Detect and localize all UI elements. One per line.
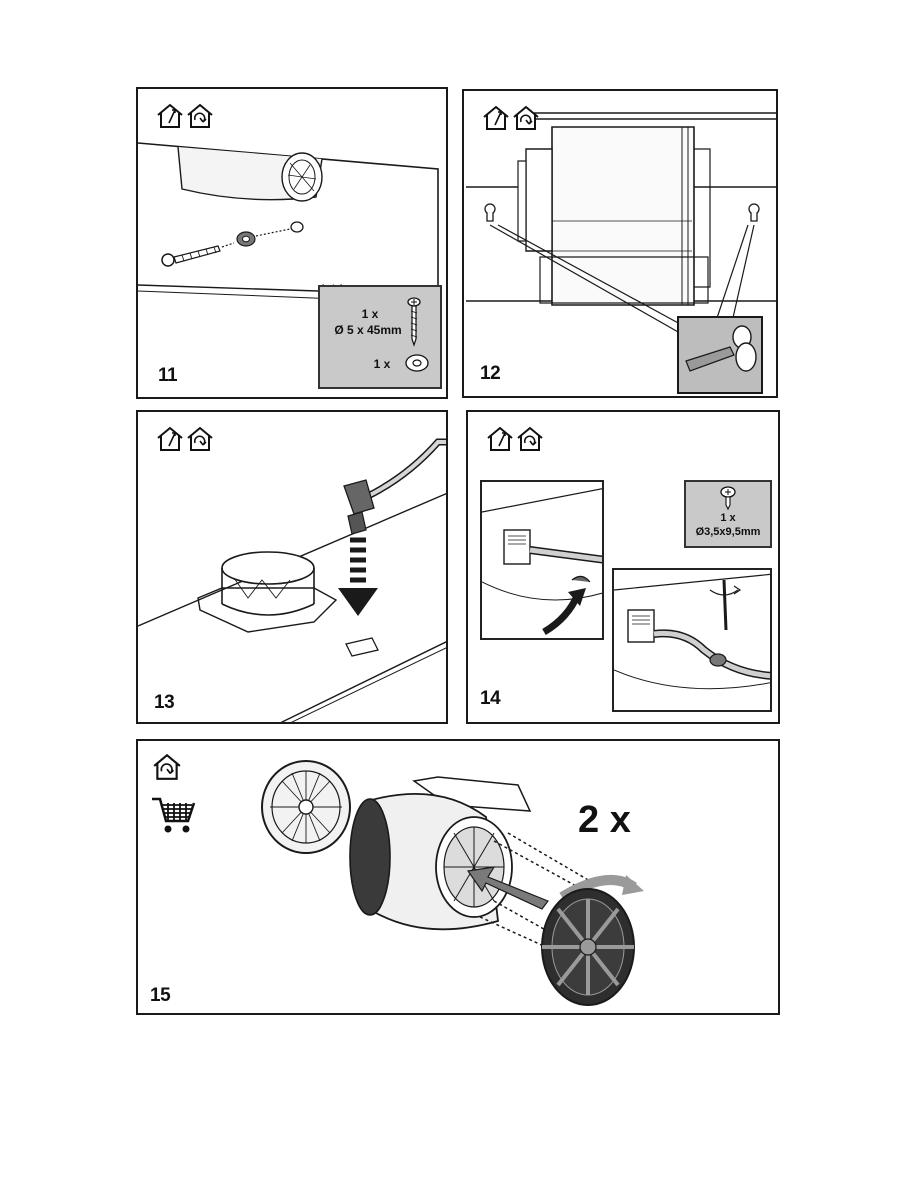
step-15-illustration <box>138 741 780 1015</box>
washer-quantity: 1 x <box>362 357 402 371</box>
step-14-panel: 1 x Ø3,5x9,5mm 14 <box>466 410 780 724</box>
cable-clip-inset <box>480 480 604 640</box>
screw-icon <box>719 486 737 510</box>
mode-icons <box>486 426 544 452</box>
mode-icons <box>156 103 214 129</box>
step-number: 12 <box>480 363 500 385</box>
recirculation-mode-house-icon <box>186 426 214 452</box>
step-number: 11 <box>158 365 177 387</box>
carbon-filter <box>542 889 634 1005</box>
cable-fastening-inset <box>612 568 772 712</box>
keyhole-slot-right <box>749 204 759 221</box>
keyhole-slot-left <box>485 204 495 221</box>
spare-carbon-filter <box>262 761 350 853</box>
screw-size: Ø 5 x 45mm <box>320 323 416 337</box>
parts-box: 1 x Ø3,5x9,5mm <box>684 480 772 548</box>
ducted-mode-house-icon <box>486 426 514 452</box>
step-13-illustration <box>138 412 448 724</box>
step-13-panel: 13 <box>136 410 448 724</box>
washer-icon <box>404 353 430 373</box>
step-11-panel: 1 x Ø 5 x 45mm 1 x 11 <box>136 87 448 399</box>
step-number: 13 <box>154 692 174 714</box>
ducted-mode-house-icon <box>482 105 510 131</box>
mode-icons <box>156 426 214 452</box>
recirculation-mode-house-icon <box>516 426 544 452</box>
recirculation-mode-house-icon <box>512 105 540 131</box>
screw-quantity: 1 x <box>686 512 770 524</box>
filter-quantity: 2 x <box>578 799 631 842</box>
step-number: 15 <box>150 985 170 1007</box>
recirculation-mode-house-icon <box>186 103 214 129</box>
screw-graphic <box>162 246 220 266</box>
ducted-mode-house-icon <box>156 426 184 452</box>
step-15-panel: 2 x 15 <box>136 739 780 1015</box>
step-12-panel: 12 <box>462 89 778 398</box>
step-12-illustration <box>464 91 778 398</box>
motor-housing <box>350 777 530 929</box>
screw-icon <box>406 297 422 347</box>
mode-icons <box>482 105 540 131</box>
step-number: 14 <box>480 688 500 710</box>
parts-box: 1 x Ø 5 x 45mm 1 x <box>318 285 442 389</box>
ducted-mode-house-icon <box>156 103 184 129</box>
screw-quantity: 1 x <box>330 307 410 321</box>
screw-size: Ø3,5x9,5mm <box>686 526 770 538</box>
